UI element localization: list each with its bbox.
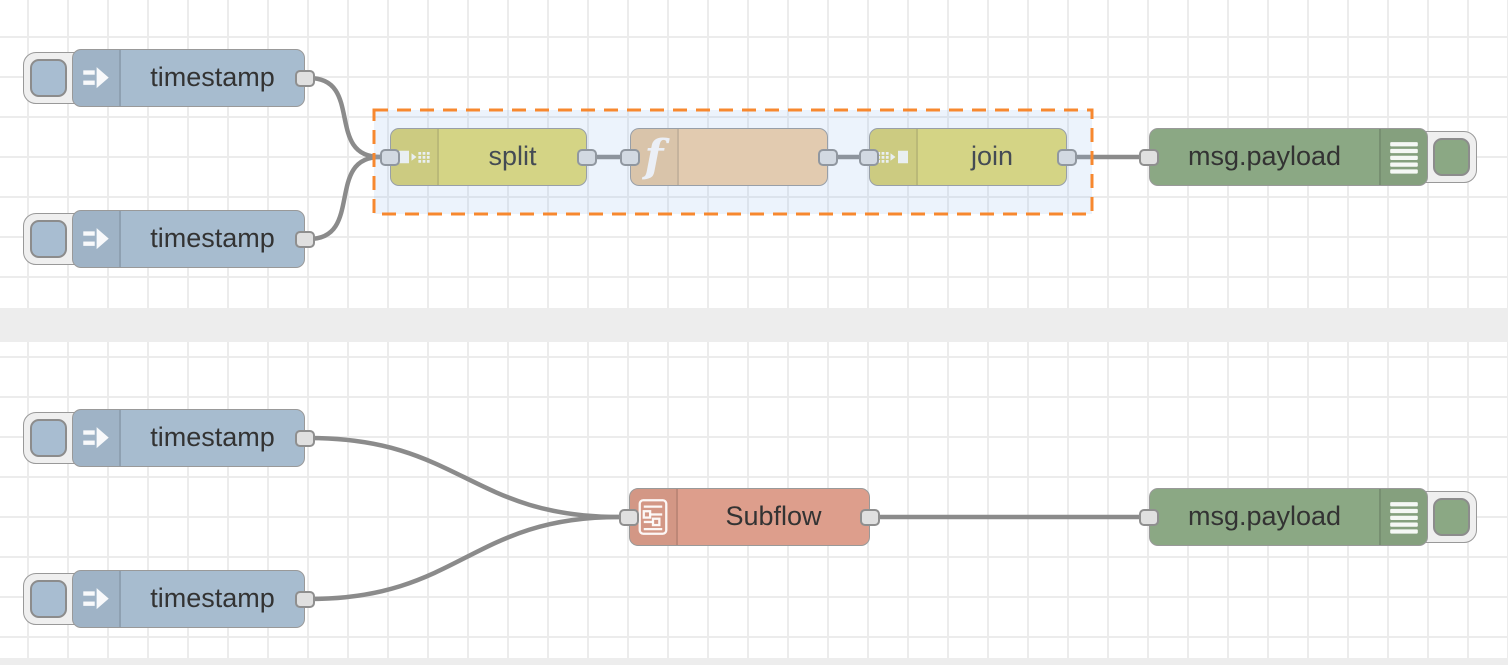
inject-node[interactable]: timestamp [23, 409, 315, 467]
inject-trigger-button[interactable] [30, 419, 67, 457]
node-label: timestamp [150, 422, 275, 452]
wire-inject1-split[interactable] [306, 75, 383, 160]
inject-arrow-icon [73, 410, 121, 466]
node-label: msg.payload [1187, 141, 1342, 171]
input-port[interactable] [619, 508, 639, 526]
output-port[interactable] [818, 148, 838, 166]
output-port[interactable] [295, 429, 315, 447]
output-port[interactable] [860, 508, 880, 526]
node-label: timestamp [150, 583, 275, 613]
inject-node-body[interactable]: timestamp [72, 409, 305, 467]
inject-trigger-button[interactable] [30, 580, 67, 618]
subflow-node[interactable]: Subflow [619, 488, 880, 546]
input-port[interactable] [1139, 148, 1159, 166]
node-label: join [970, 141, 1014, 171]
output-port[interactable] [295, 69, 315, 87]
input-port[interactable] [1139, 508, 1159, 526]
inject-trigger-button[interactable] [30, 220, 67, 258]
function-node-body[interactable]: f [630, 128, 828, 186]
node-label: msg.payload [1187, 501, 1342, 531]
debug-list-icon [1379, 129, 1427, 185]
debug-list-icon [1379, 489, 1427, 545]
section-divider [0, 308, 1508, 342]
debug-node[interactable]: msg.payload [1139, 128, 1477, 186]
node-label [679, 129, 827, 185]
output-port[interactable] [577, 148, 597, 166]
inject-arrow-icon [73, 571, 121, 627]
output-port[interactable] [295, 590, 315, 608]
wire-inject2-split[interactable] [306, 154, 383, 242]
debug-node[interactable]: msg.payload [1139, 488, 1477, 546]
debug-node-body[interactable]: msg.payload [1149, 128, 1428, 186]
node-label: timestamp [150, 223, 275, 253]
inject-node-body[interactable]: timestamp [72, 210, 305, 268]
join-node-body[interactable]: join [869, 128, 1067, 186]
split-node[interactable]: split [380, 128, 597, 186]
node-label: split [488, 141, 537, 171]
wire-inject3-subflow[interactable] [306, 435, 622, 520]
split-node-body[interactable]: split [390, 128, 587, 186]
debug-toggle-button[interactable] [1433, 138, 1470, 176]
inject-node[interactable]: timestamp [23, 49, 315, 107]
output-port[interactable] [1057, 148, 1077, 166]
bottom-divider [0, 658, 1508, 665]
inject-arrow-icon [73, 50, 121, 106]
node-label: timestamp [150, 62, 275, 92]
subflow-node-body[interactable]: Subflow [629, 488, 870, 546]
inject-arrow-icon [73, 211, 121, 267]
inject-node[interactable]: timestamp [23, 210, 315, 268]
wire-inject4-subflow[interactable] [306, 514, 622, 602]
debug-node-body[interactable]: msg.payload [1149, 488, 1428, 546]
debug-toggle-button[interactable] [1433, 498, 1470, 536]
output-port[interactable] [295, 230, 315, 248]
inject-node[interactable]: timestamp [23, 570, 315, 628]
input-port[interactable] [859, 148, 879, 166]
join-node[interactable]: join [859, 128, 1077, 186]
inject-node-body[interactable]: timestamp [72, 570, 305, 628]
inject-node-body[interactable]: timestamp [72, 49, 305, 107]
function-node[interactable]: f [620, 128, 838, 186]
inject-trigger-button[interactable] [30, 59, 67, 97]
input-port[interactable] [380, 148, 400, 166]
node-label: Subflow [725, 501, 822, 531]
input-port[interactable] [620, 148, 640, 166]
